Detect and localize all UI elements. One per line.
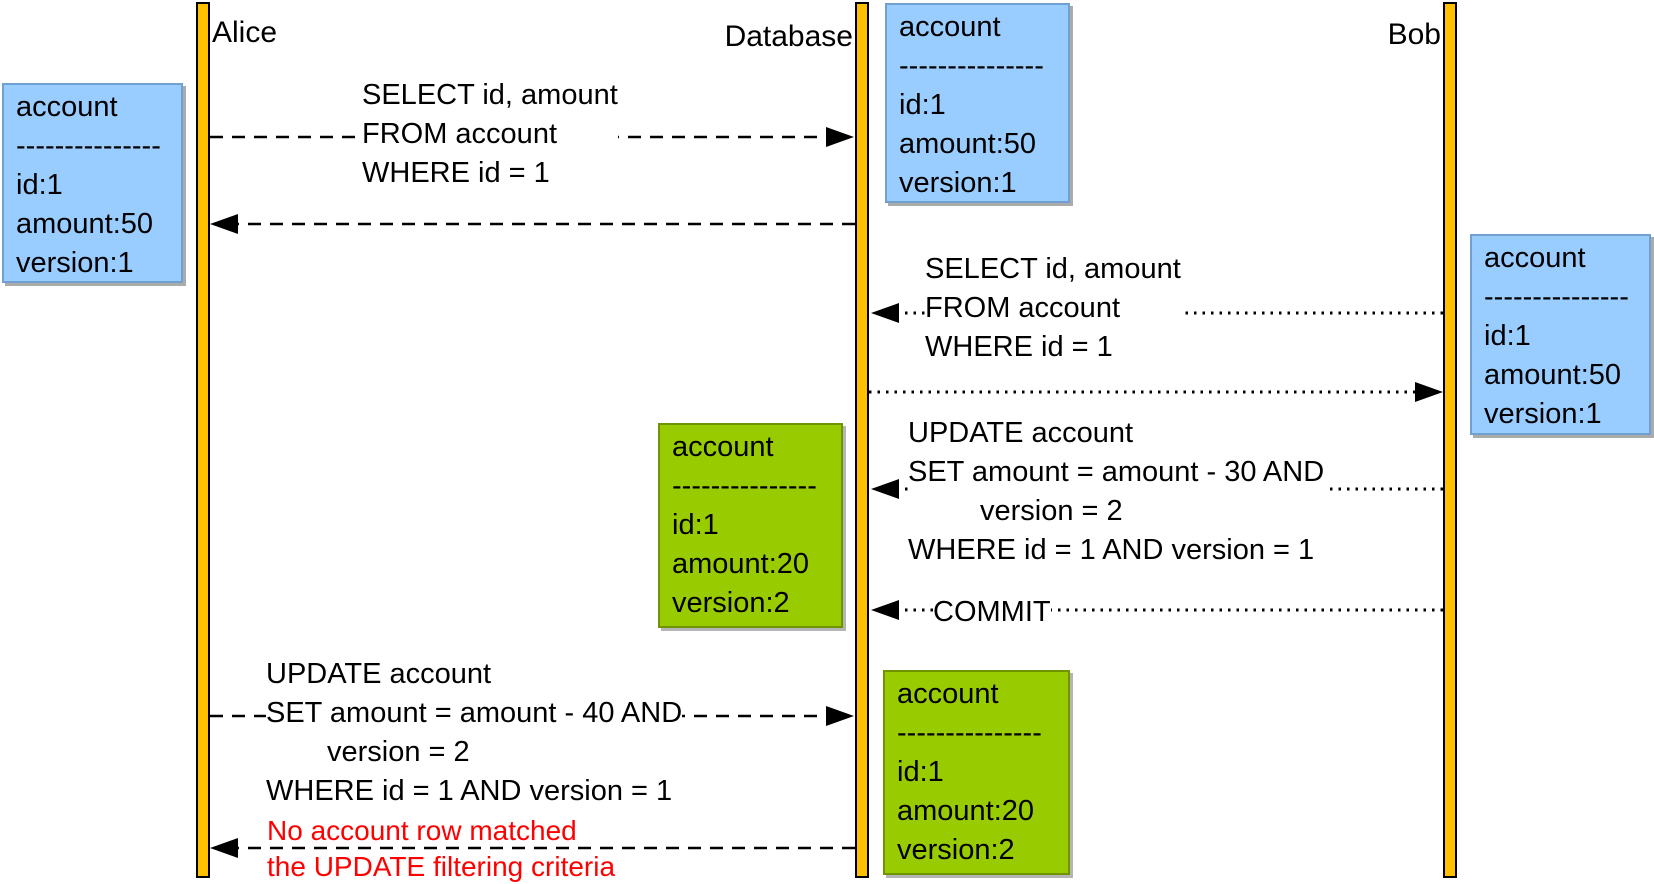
sql-line: UPDATE account — [908, 414, 1325, 453]
database-lifeline-bar — [855, 2, 869, 878]
state-box-separator: --------------- — [672, 470, 817, 502]
bob-select-response-arrow — [869, 382, 1443, 402]
sql-line: FROM account — [925, 289, 1181, 328]
database-lifeline-label: Database — [724, 20, 853, 53]
sql-line: FROM account — [362, 115, 618, 154]
state-box-field: amount:50 — [899, 128, 1037, 160]
state-box-field: amount:50 — [16, 208, 154, 240]
sql-line: SET amount = amount - 40 AND — [266, 694, 683, 733]
state-box-title: account — [897, 678, 999, 710]
bob-update-message: UPDATE account SET amount = amount - 30 … — [908, 414, 1325, 570]
alice-lifeline-bar — [196, 2, 210, 878]
note-line: the UPDATE filtering criteria — [267, 851, 616, 882]
alice-select-response-arrow — [210, 214, 855, 234]
state-box-separator: --------------- — [16, 130, 161, 162]
bob-select-message: SELECT id, amount FROM account WHERE id … — [925, 250, 1181, 367]
state-box-field: amount:20 — [672, 548, 810, 580]
state-box-field: version:1 — [899, 167, 1017, 199]
sql-line: SELECT id, amount — [362, 76, 618, 115]
sql-line: COMMIT — [933, 593, 1051, 632]
sql-line: UPDATE account — [266, 655, 683, 694]
state-box-field: id:1 — [899, 89, 946, 121]
state-box-field: id:1 — [16, 169, 63, 201]
state-box-separator: --------------- — [897, 717, 1042, 749]
sql-line: version = 2 — [266, 733, 683, 772]
state-box-field: id:1 — [1484, 320, 1531, 352]
state-box-title: account — [899, 11, 1001, 43]
alice-update-response-arrow — [210, 838, 855, 858]
state-box-field: id:1 — [672, 509, 719, 541]
sql-line: WHERE id = 1 AND version = 1 — [908, 531, 1325, 570]
state-box-field: amount:50 — [1484, 359, 1622, 391]
sql-line: WHERE id = 1 — [362, 154, 618, 193]
state-box-field: version:2 — [897, 834, 1015, 866]
alice-select-message: SELECT id, amount FROM account WHERE id … — [362, 76, 618, 193]
update-failed-note: No account row matched the UPDATE filter… — [267, 813, 615, 884]
state-box-field: id:1 — [897, 756, 944, 788]
state-box-account-database-after-update: account --------------- id:1 amount:20 v… — [658, 423, 843, 628]
sql-line: SELECT id, amount — [925, 250, 1181, 289]
bob-lifeline-bar — [1443, 2, 1457, 878]
state-box-field: version:2 — [672, 587, 790, 619]
state-box-title: account — [1484, 242, 1586, 274]
state-box-title: account — [16, 91, 118, 123]
sql-line: version = 2 — [908, 492, 1325, 531]
state-box-account-bob: account --------------- id:1 amount:50 v… — [1470, 234, 1651, 435]
state-box-account-database-final: account --------------- id:1 amount:20 v… — [883, 670, 1070, 875]
state-box-field: version:1 — [16, 247, 134, 279]
state-box-field: amount:20 — [897, 795, 1035, 827]
alice-lifeline-label: Alice — [212, 16, 278, 49]
state-box-title: account — [672, 431, 774, 463]
bob-lifeline-label: Bob — [1387, 18, 1441, 51]
state-box-separator: --------------- — [1484, 281, 1629, 313]
sql-line: WHERE id = 1 AND version = 1 — [266, 772, 683, 811]
alice-update-message: UPDATE account SET amount = amount - 40 … — [266, 655, 683, 811]
bob-commit-message: COMMIT — [933, 593, 1051, 632]
state-box-field: version:1 — [1484, 398, 1602, 430]
sql-line: WHERE id = 1 — [925, 328, 1181, 367]
state-box-separator: --------------- — [899, 50, 1044, 82]
note-line: No account row matched — [267, 815, 577, 846]
sql-line: SET amount = amount - 30 AND — [908, 453, 1325, 492]
state-box-account-alice: account --------------- id:1 amount:50 v… — [2, 83, 183, 283]
state-box-account-database-initial: account --------------- id:1 amount:50 v… — [885, 3, 1070, 203]
